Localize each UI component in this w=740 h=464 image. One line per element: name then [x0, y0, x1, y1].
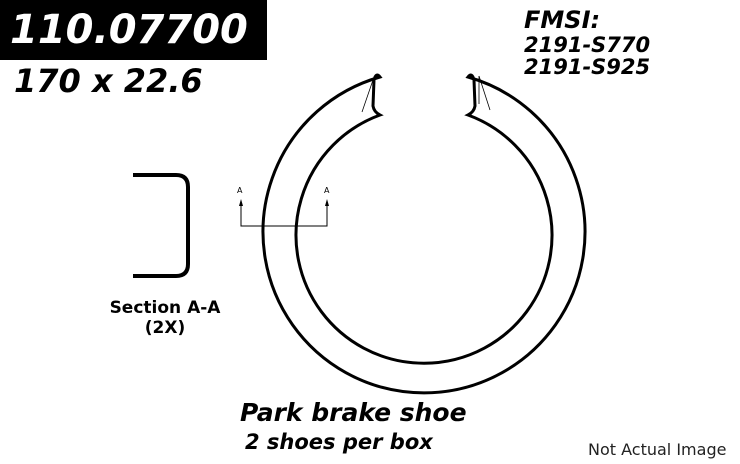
section-count: (2X) [144, 318, 186, 338]
section-label: Section A-A [109, 298, 221, 318]
dimensions: 170 x 22.6 [14, 62, 203, 100]
section-marker-left: A [237, 186, 243, 195]
brake-shoe-ring [261, 73, 587, 395]
section-profile [133, 173, 190, 278]
fmsi-code: 2191-S770 [524, 33, 651, 57]
fmsi-label: FMSI: [524, 6, 601, 34]
section-cut-line [240, 203, 328, 227]
section-marker-right: A [324, 186, 330, 195]
fmsi-code: 2191-S925 [524, 55, 651, 79]
part-number: 110.07700 [0, 0, 267, 60]
section-caption: Section A-A (2X) [100, 298, 230, 338]
disclaimer: Not Actual Image [588, 440, 727, 459]
product-subtitle: 2 shoes per box [245, 430, 433, 454]
fmsi-block: FMSI: 2191-S770 2191-S925 [524, 6, 650, 78]
product-title: Park brake shoe [240, 398, 467, 427]
